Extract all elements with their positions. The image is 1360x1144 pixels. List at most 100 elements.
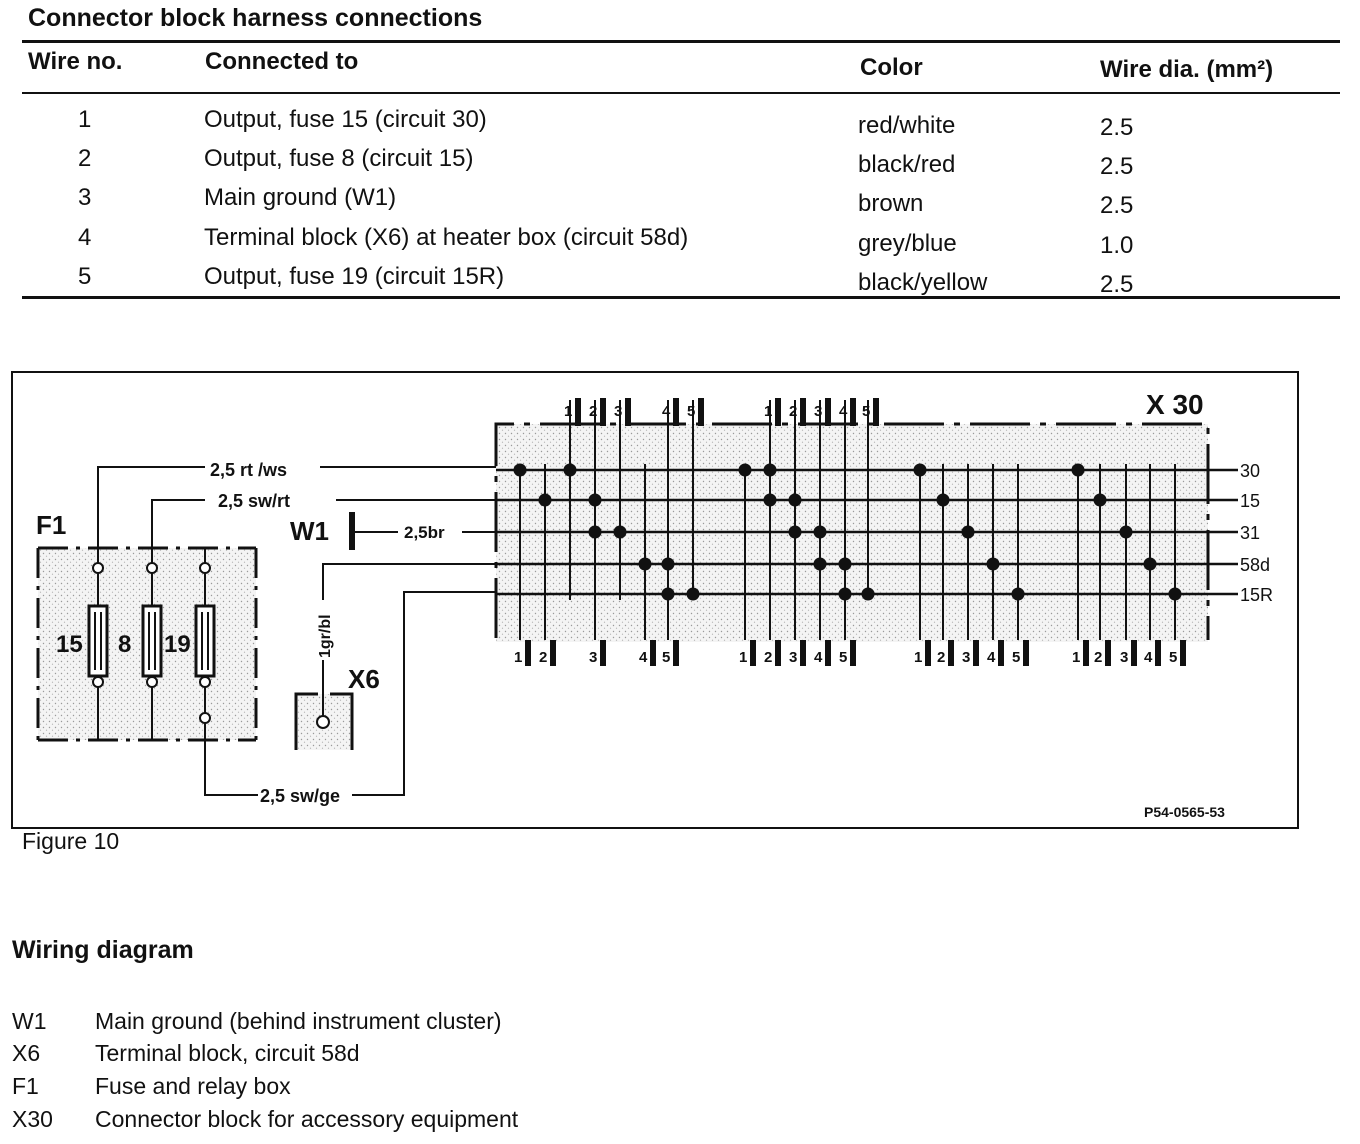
pin-number: 4 [639, 649, 648, 666]
table-cell-wire-number: 5 [78, 263, 92, 290]
legend-code: W1 [12, 1008, 47, 1034]
junction-dot [1011, 587, 1025, 601]
table-cell-connected-to: Output, fuse 19 (circuit 15R) [204, 263, 505, 290]
table-cell-wire-number: 3 [78, 184, 92, 211]
figure-caption: Figure 10 [22, 828, 120, 854]
pin-number: 3 [814, 403, 822, 420]
fuse-terminal [92, 676, 104, 688]
bus-label: 30 [1240, 461, 1260, 481]
junction-dot [686, 587, 700, 601]
pin-number: 4 [662, 403, 671, 420]
header-connected-to: Connected to [205, 48, 359, 75]
wire-58d [322, 563, 496, 716]
table-cell-wire-number: 4 [78, 224, 92, 251]
junction-dot [788, 493, 802, 507]
table-top-rule [22, 40, 1340, 43]
wire-label-circuit30: 2,5 rt /ws [210, 460, 287, 480]
bus-label: 31 [1240, 523, 1260, 543]
table-cell-connected-to: Output, fuse 8 (circuit 15) [204, 145, 474, 172]
bus-label: 15R [1240, 585, 1273, 605]
fuse-label: 15 [56, 631, 83, 658]
fuse-element [194, 604, 216, 678]
pin-number: 5 [839, 649, 847, 666]
table-cell-wire-color: black/red [858, 151, 956, 178]
wire-label-circuit15R: 2,5 sw/ge [260, 786, 340, 806]
table-cell-wire-color: brown [858, 190, 924, 217]
junction-dot [1071, 463, 1085, 477]
label-x6: X6 [348, 664, 380, 694]
junction-dot [661, 587, 675, 601]
table-cell-wire-diameter: 2.5 [1100, 271, 1134, 298]
table-cell-wire-color: red/white [858, 112, 956, 139]
wire-label-circuit15: 2,5 sw/rt [218, 491, 290, 511]
junction-dot [936, 493, 950, 507]
wire-label-ground: 2,5br [404, 523, 445, 542]
pin-number: 3 [1120, 649, 1128, 666]
pin-number: 3 [614, 403, 622, 420]
pin-number: 4 [814, 649, 823, 666]
pin-number: 2 [589, 403, 597, 420]
table-cell-connected-to: Terminal block (X6) at heater box (circu… [204, 224, 689, 251]
section-title: Wiring diagram [12, 936, 194, 964]
pin-number: 1 [764, 403, 772, 420]
reference-code: P54-0565-53 [1144, 804, 1225, 820]
junction-dot [1093, 493, 1107, 507]
table-bottom-rule [22, 296, 1340, 299]
bus-label: 58d [1240, 555, 1270, 575]
table-cell-wire-diameter: 2.5 [1100, 114, 1134, 141]
wire-circuit15R [204, 591, 496, 796]
junction-dot [813, 525, 827, 539]
junction-dot [1143, 557, 1157, 571]
fuse-terminal [92, 562, 104, 574]
pin-number: 1 [564, 403, 572, 420]
pin-number: 3 [589, 649, 597, 666]
junction-dot [661, 557, 675, 571]
pin-number: 5 [1169, 649, 1177, 666]
junction-dot [513, 463, 527, 477]
pin-number: 1 [914, 649, 922, 666]
header-wire-dia: Wire dia. (mm²) [1100, 56, 1274, 83]
junction-dot [763, 463, 777, 477]
junction-dot [961, 525, 975, 539]
table-cell-wire-diameter: 2.5 [1100, 153, 1134, 180]
pin-number: 1 [1072, 649, 1080, 666]
table-cell-connected-to: Output, fuse 15 (circuit 30) [204, 106, 487, 133]
bus-label: 15 [1240, 491, 1260, 511]
junction-dot [1119, 525, 1133, 539]
wire-circuit15 [151, 499, 496, 548]
legend-text: Terminal block, circuit 58d [95, 1040, 360, 1066]
table-title: Connector block harness connections [28, 4, 483, 32]
junction-dot [613, 525, 627, 539]
junction-dot [563, 463, 577, 477]
pin-number: 2 [789, 403, 797, 420]
junction-dot [588, 525, 602, 539]
legend-code: X30 [12, 1106, 53, 1132]
pin-number: 1 [739, 649, 747, 666]
junction-dot [763, 493, 777, 507]
legend-code: F1 [12, 1073, 39, 1099]
pin-number: 2 [539, 649, 547, 666]
table-cell-wire-color: black/yellow [858, 269, 988, 296]
fuse-element [87, 604, 109, 678]
legend-text: Fuse and relay box [95, 1073, 291, 1099]
junction-dot [913, 463, 927, 477]
junction-dot [813, 557, 827, 571]
header-color: Color [860, 54, 923, 81]
junction-dot [538, 493, 552, 507]
label-x30: X 30 [1146, 389, 1204, 420]
pin-number: 5 [862, 403, 870, 420]
table-cell-wire-color: grey/blue [858, 230, 957, 257]
junction-dot [986, 557, 1000, 571]
table-cell-wire-diameter: 1.0 [1100, 232, 1134, 259]
fuse-label: 8 [118, 631, 131, 658]
legend-text: Connector block for accessory equipment [95, 1106, 519, 1132]
fuse-element [141, 604, 163, 678]
pin-number: 3 [962, 649, 970, 666]
pin-number: 5 [662, 649, 670, 666]
junction-dot [838, 557, 852, 571]
pin-number: 2 [1094, 649, 1102, 666]
junction-dot [1168, 587, 1182, 601]
pin-number: 5 [687, 403, 695, 420]
wire-circuit30 [97, 466, 496, 548]
